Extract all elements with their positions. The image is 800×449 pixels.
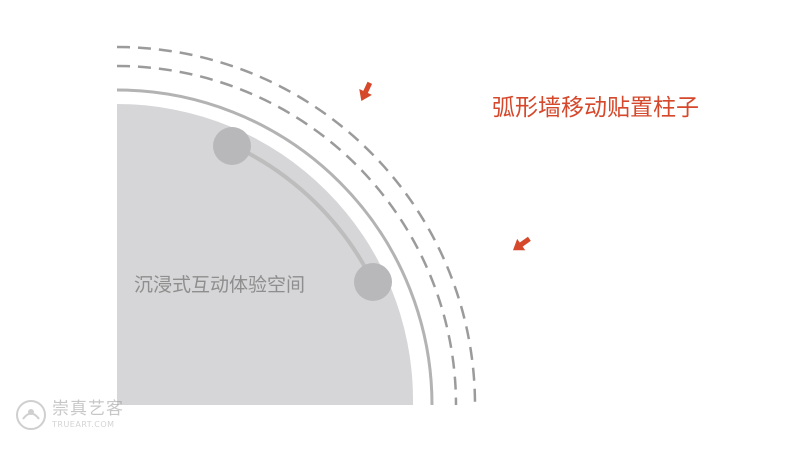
space-label: 沉浸式互动体验空间 — [134, 274, 305, 296]
watermark-en: TRUEART.COM — [52, 420, 115, 429]
arrow-down-left-icon — [512, 236, 531, 251]
immersive-space-area — [117, 104, 413, 405]
trueart-logo-icon — [16, 400, 46, 430]
dashed-wall-outer — [116, 45, 477, 406]
moved-arc-edge — [231, 143, 375, 283]
pillar-circle-icon — [354, 263, 392, 301]
dashed-wall-inner — [116, 64, 458, 406]
watermark: 崇真艺客 TRUEART.COM — [14, 398, 124, 432]
pillar-circle-icon — [213, 127, 251, 165]
watermark-cn: 崇真艺客 — [52, 399, 124, 419]
diagram-title: 弧形墙移动贴置柱子 — [492, 95, 699, 121]
arrow-down-left-icon — [359, 81, 373, 101]
arc-wall — [116, 88, 434, 406]
